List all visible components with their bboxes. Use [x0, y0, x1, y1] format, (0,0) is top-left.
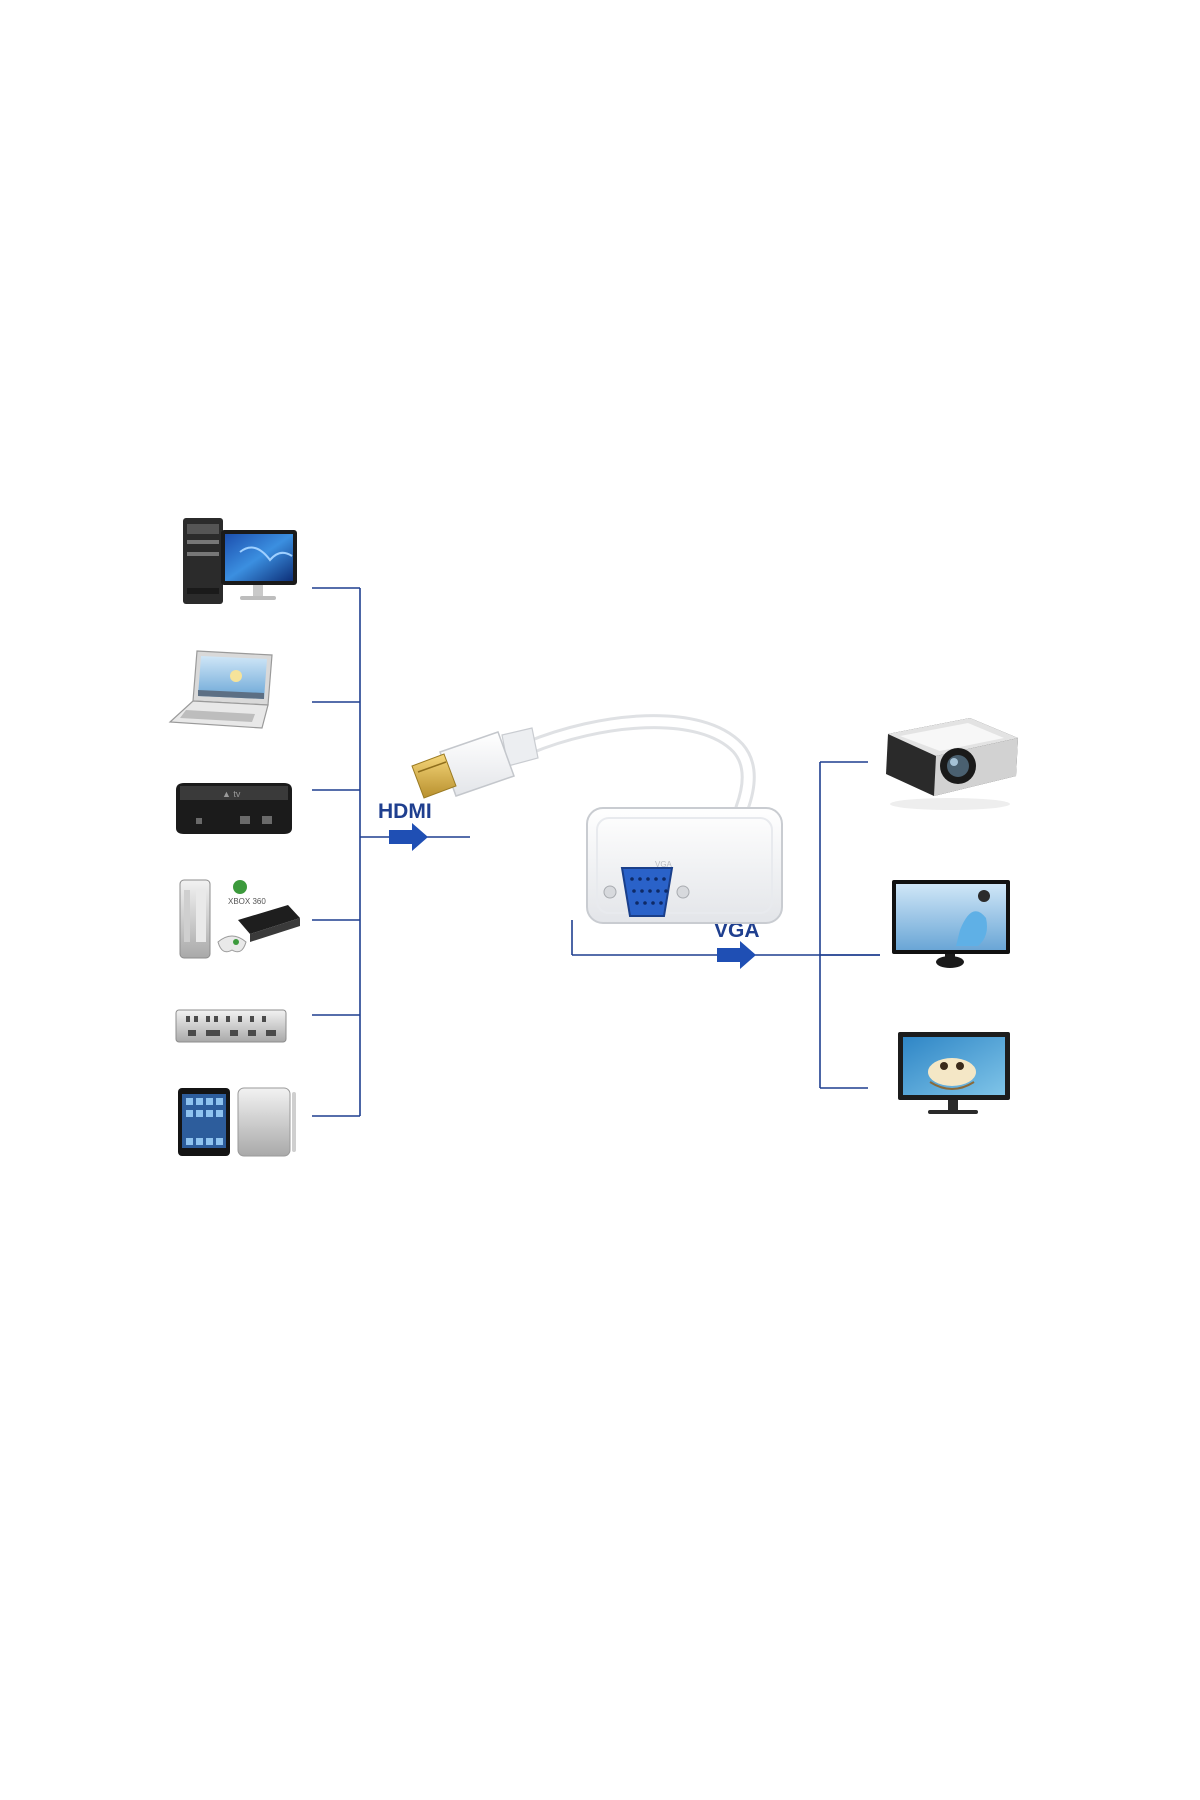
projector-icon — [886, 718, 1018, 810]
hdmi-label: HDMI — [378, 800, 432, 823]
vga-label: VGA — [714, 919, 760, 942]
vga-port — [620, 867, 674, 917]
vga-adapter-box — [586, 807, 783, 924]
set-top-box-icon — [175, 1009, 287, 1043]
desktop-computer-icon — [183, 518, 297, 604]
source-connector-lines — [312, 587, 470, 1117]
media-box-icon: ▲ tv — [176, 783, 292, 834]
monitor-icon — [892, 880, 1010, 968]
output-connector-lines — [571, 761, 880, 1089]
game-console-icon: XBOX 360 — [179, 879, 300, 959]
vga-arrow-icon — [717, 941, 756, 969]
hdmi-to-vga-adapter: VGA — [411, 714, 783, 924]
hdmi-arrow-icon — [389, 823, 428, 851]
tablet-icon — [178, 1087, 296, 1157]
svg-text:▲ tv: ▲ tv — [222, 789, 241, 799]
tv-icon — [898, 1032, 1010, 1114]
svg-text:VGA: VGA — [655, 860, 673, 869]
hdmi-plug-tip — [411, 753, 457, 799]
svg-text:XBOX 360: XBOX 360 — [228, 897, 266, 906]
laptop-icon — [168, 650, 273, 729]
